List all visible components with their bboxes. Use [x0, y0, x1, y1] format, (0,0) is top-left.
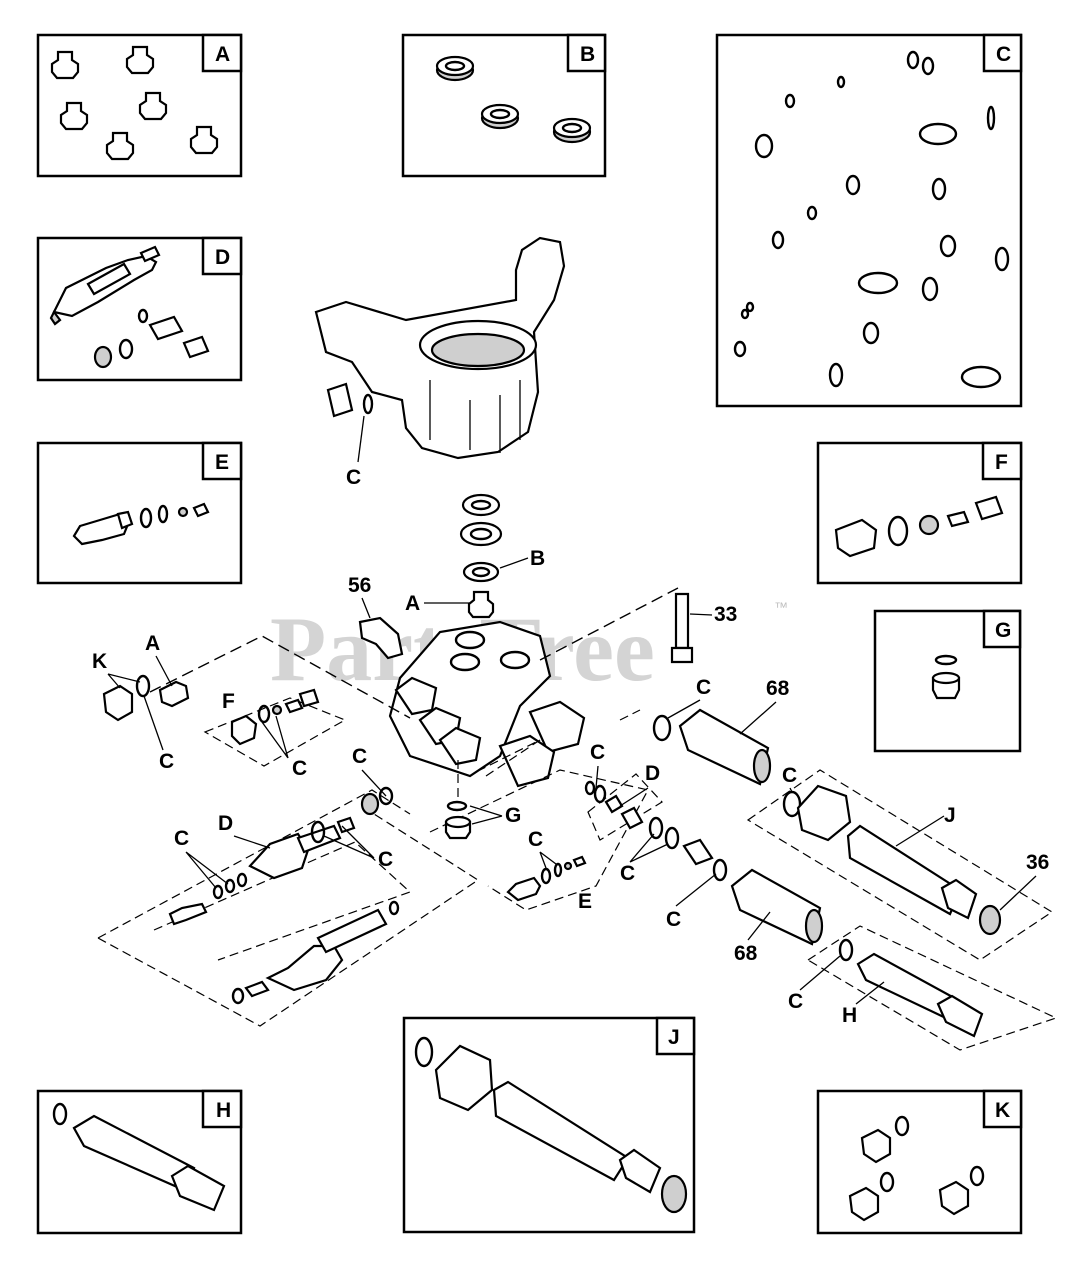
- callout-68b: 68: [734, 942, 758, 965]
- pipe-icon: [730, 868, 824, 946]
- panel-a-label: A: [215, 43, 230, 66]
- callout-d-right: D: [645, 762, 660, 785]
- panel-c[interactable]: C: [715, 33, 1023, 408]
- plug-icon: [444, 800, 472, 840]
- panel-c-label: C: [996, 43, 1011, 66]
- panel-g-label: G: [995, 619, 1011, 642]
- callout-c-68b: C: [782, 764, 797, 787]
- valve-icon: [467, 590, 495, 619]
- callout-h-mid: H: [842, 1004, 857, 1027]
- pump-housing[interactable]: [314, 236, 566, 460]
- valve-icon: [158, 680, 190, 708]
- panel-f-label: F: [995, 451, 1008, 474]
- panel-b-label: B: [580, 43, 595, 66]
- callout-c-f: C: [292, 757, 307, 780]
- unloader-valve-icon: [584, 780, 728, 882]
- callout-c-68a: C: [696, 676, 711, 699]
- panel-k[interactable]: K: [816, 1089, 1023, 1235]
- unloader-valve-icon: [168, 786, 400, 1005]
- elbow-fitting-icon: [358, 616, 404, 660]
- panel-h-label: H: [216, 1099, 231, 1122]
- callout-d-mid: D: [218, 812, 233, 835]
- callout-56: 56: [348, 574, 371, 597]
- injector-icon: [72, 502, 210, 546]
- callout-c-right1: C: [590, 741, 605, 764]
- manifold[interactable]: [388, 620, 586, 788]
- piston-seal-icon: [326, 382, 374, 418]
- callout-c-left: C: [159, 750, 174, 773]
- o-ring-icon: [733, 50, 1010, 389]
- panel-e-label: E: [215, 451, 229, 474]
- panel-j-label: J: [668, 1026, 680, 1049]
- callout-b: B: [530, 547, 545, 570]
- outlet-pipe-icon: [52, 1102, 226, 1212]
- seal-icon: [435, 55, 592, 144]
- callout-c-d1: C: [174, 827, 189, 850]
- panel-e[interactable]: E: [36, 441, 243, 585]
- callout-c-housing: C: [346, 466, 361, 489]
- callout-f-mid: F: [222, 690, 235, 713]
- callout-36: 36: [1026, 851, 1049, 874]
- callout-c-top: C: [352, 745, 367, 768]
- panel-b[interactable]: B: [401, 33, 607, 178]
- bolt-icon: [670, 592, 694, 664]
- valve-icon: [50, 45, 219, 161]
- callout-c-e: C: [528, 828, 543, 851]
- panel-j[interactable]: J: [402, 1016, 696, 1234]
- callout-c-right3: C: [666, 908, 681, 931]
- panel-d-label: D: [215, 246, 230, 269]
- watermark-trademark: ™: [774, 599, 788, 615]
- callout-e-mid: E: [578, 890, 592, 913]
- seal-stack: [459, 493, 503, 583]
- callout-k-left: K: [92, 650, 107, 673]
- pipe-assembly-icon: [414, 1036, 688, 1214]
- callout-a-left: A: [145, 632, 160, 655]
- plug-icon: [848, 1115, 985, 1222]
- outlet-pipe-icon: [856, 952, 984, 1038]
- panel-d[interactable]: D: [36, 236, 243, 382]
- callout-g-mid: G: [505, 804, 521, 827]
- callout-a-valve: A: [405, 592, 420, 615]
- callout-68a: 68: [766, 677, 790, 700]
- callout-33: 33: [714, 603, 737, 626]
- panel-k-label: K: [995, 1099, 1010, 1122]
- panel-f[interactable]: F: [816, 441, 1023, 585]
- plug-icon: [102, 684, 134, 722]
- panel-h[interactable]: H: [36, 1089, 243, 1235]
- unloader-valve-icon: [49, 245, 210, 369]
- callout-c-h: C: [788, 990, 803, 1013]
- injector-icon: [506, 855, 587, 902]
- callout-j-mid: J: [944, 804, 956, 827]
- check-valve-icon: [834, 495, 1004, 558]
- plug-icon: [931, 654, 961, 700]
- pipe-icon: [678, 708, 772, 786]
- callout-c-right2: C: [620, 862, 635, 885]
- pipe-assembly-icon: [796, 784, 1002, 936]
- panel-a[interactable]: A: [36, 33, 243, 178]
- callout-c-d2: C: [378, 848, 393, 871]
- check-valve-icon: [230, 688, 320, 746]
- panel-g[interactable]: G: [873, 609, 1022, 753]
